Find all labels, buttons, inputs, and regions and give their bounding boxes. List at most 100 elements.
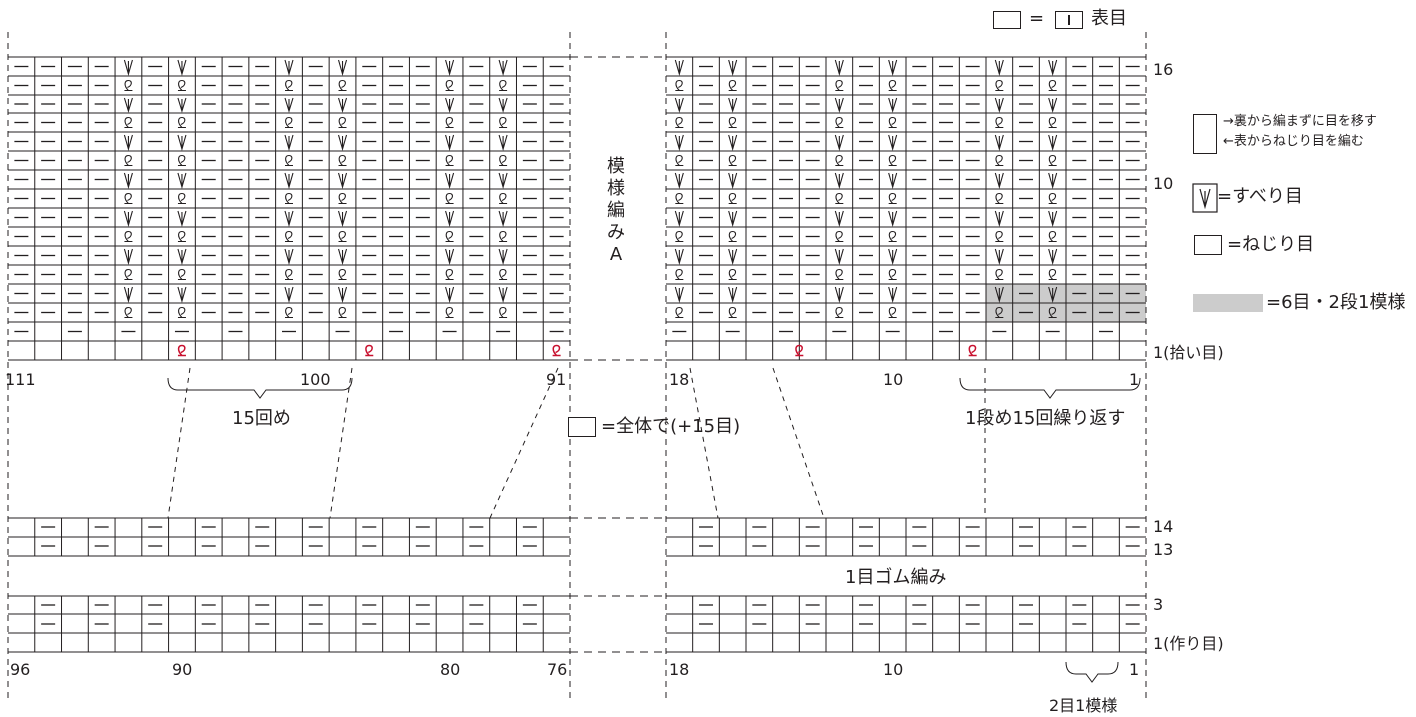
legend-twist-text: =ねじり目: [1227, 234, 1315, 255]
slip-stitch-symbol: [445, 248, 455, 266]
twist-stitch-symbol: [124, 116, 133, 129]
row-label-1-pickup: 1(拾い目): [1153, 343, 1224, 362]
legend-slip-box: [1192, 183, 1218, 213]
row-label-16: 16: [1153, 60, 1174, 79]
twist-stitch-symbol: [124, 79, 133, 92]
slip-stitch-symbol: [337, 134, 348, 152]
twist-stitch-symbol: [124, 192, 133, 205]
twist-stitch-symbol: [1048, 79, 1057, 92]
rib-col-label-90: 90: [172, 660, 193, 679]
slip-stitch-symbol: [728, 134, 738, 152]
legend-repeat-text: =6目・2段1模様: [1266, 292, 1406, 313]
twist-stitch-symbol: [995, 116, 1004, 129]
slip-stitch-symbol: [728, 172, 738, 190]
slip-stitch-symbol: [337, 286, 348, 304]
col-label-10-top: 10: [883, 370, 904, 389]
slip-stitch-symbol: [337, 248, 348, 266]
twist-stitch-symbol: [499, 116, 508, 129]
twist-stitch-symbol: [675, 268, 684, 281]
repeat-row1-brace: [959, 377, 1141, 399]
twist-stitch-symbol: [675, 306, 684, 319]
slip-stitch-symbol: [498, 134, 508, 152]
increase-twist-symbol: [552, 344, 561, 357]
twist-stitch-symbol: [124, 230, 133, 243]
legend-knit-text: 表目: [1091, 8, 1127, 29]
twist-stitch-symbol: [445, 230, 454, 243]
slip-stitch-symbol: [498, 172, 508, 190]
slip-stitch-symbol: [177, 210, 187, 228]
slip-stitch-symbol: [284, 210, 294, 228]
slip-stitch-symbol: [674, 286, 684, 304]
rib-row-label-3: 3: [1153, 595, 1164, 614]
slip-stitch-symbol: [994, 172, 1004, 190]
row-label-10: 10: [1153, 174, 1174, 193]
slip-stitch-symbol: [1048, 97, 1058, 113]
twist-stitch-symbol: [285, 79, 293, 92]
twist-stitch-symbol: [675, 230, 684, 243]
slip-stitch-symbol: [888, 59, 898, 77]
twist-stitch-symbol: [177, 230, 186, 243]
twist-stitch-symbol: [835, 306, 844, 319]
repeat-row1-label: 1段め15回繰り返す: [965, 408, 1126, 429]
twist-stitch-symbol: [675, 192, 684, 205]
twist-stitch-symbol: [728, 306, 737, 319]
twist-stitch-symbol: [1048, 116, 1057, 129]
slip-stitch-symbol: [445, 134, 455, 152]
twist-stitch-symbol: [338, 192, 347, 205]
col-label-1-top: 1: [1129, 370, 1140, 389]
twist-stitch-symbol: [995, 268, 1004, 281]
slip-stitch-symbol: [445, 210, 455, 228]
slip-stitch-symbol: [994, 210, 1004, 228]
increase-trace-dash: [489, 367, 559, 519]
twist-stitch-symbol: [995, 79, 1004, 92]
slip-stitch-symbol: [834, 97, 844, 113]
rib-col-label-76: 76: [547, 660, 568, 679]
slip-stitch-symbol: [888, 248, 898, 266]
twist-stitch-symbol: [499, 306, 508, 319]
twist-stitch-symbol: [995, 230, 1004, 243]
twist-stitch-symbol: [675, 116, 684, 129]
twist-stitch-symbol: [888, 230, 897, 243]
slip-stitch-symbol: [123, 97, 133, 113]
increase-note-icon-box: [568, 417, 596, 437]
slip-stitch-symbol: [337, 97, 348, 113]
twist-stitch-symbol: [177, 116, 186, 129]
slip-stitch-symbol: [177, 97, 187, 113]
slip-stitch-symbol: [284, 172, 294, 190]
rib-col-label-10: 10: [883, 660, 904, 679]
slip-stitch-symbol: [337, 172, 348, 190]
increase-trace-dash: [772, 367, 825, 519]
increase-twist-symbol: [795, 344, 804, 357]
twist-stitch-symbol: [888, 306, 897, 319]
slip-stitch-symbol: [123, 286, 133, 304]
twist-stitch-symbol: [285, 116, 293, 129]
twist-stitch-symbol: [835, 230, 844, 243]
col-label-100: 100: [300, 370, 331, 389]
legend-slip-pair-icon: [1193, 114, 1217, 154]
twist-stitch-symbol: [338, 154, 347, 167]
twist-stitch-symbol: [338, 268, 347, 281]
pattern-a-title: 模 様 編 み A: [607, 156, 625, 265]
twist-stitch-symbol: [1048, 230, 1057, 243]
twist-stitch-symbol: [728, 79, 737, 92]
repeat-15-label: 15回め: [232, 408, 291, 429]
twist-stitch-symbol: [995, 154, 1004, 167]
slip-stitch-symbol: [284, 134, 294, 152]
twist-stitch-symbol: [177, 192, 186, 205]
twist-stitch-symbol: [445, 192, 454, 205]
slip-stitch-symbol: [994, 59, 1004, 77]
slip-stitch-symbol: [1048, 134, 1058, 152]
slip-stitch-symbol: [498, 248, 508, 266]
twist-stitch-symbol: [1048, 192, 1057, 205]
slip-stitch-symbol: [177, 59, 187, 77]
legend-knit-blank-box: [993, 11, 1021, 29]
slip-stitch-symbol: [445, 172, 455, 190]
slip-stitch-symbol: [284, 97, 294, 113]
twist-stitch-symbol: [285, 192, 293, 205]
twist-stitch-symbol: [285, 154, 293, 167]
twist-stitch-symbol: [728, 192, 737, 205]
slip-stitch-symbol: [674, 210, 684, 228]
slip-stitch-symbol: [177, 172, 187, 190]
rib-row-label-13: 13: [1153, 540, 1174, 559]
twist-stitch-symbol: [835, 192, 844, 205]
